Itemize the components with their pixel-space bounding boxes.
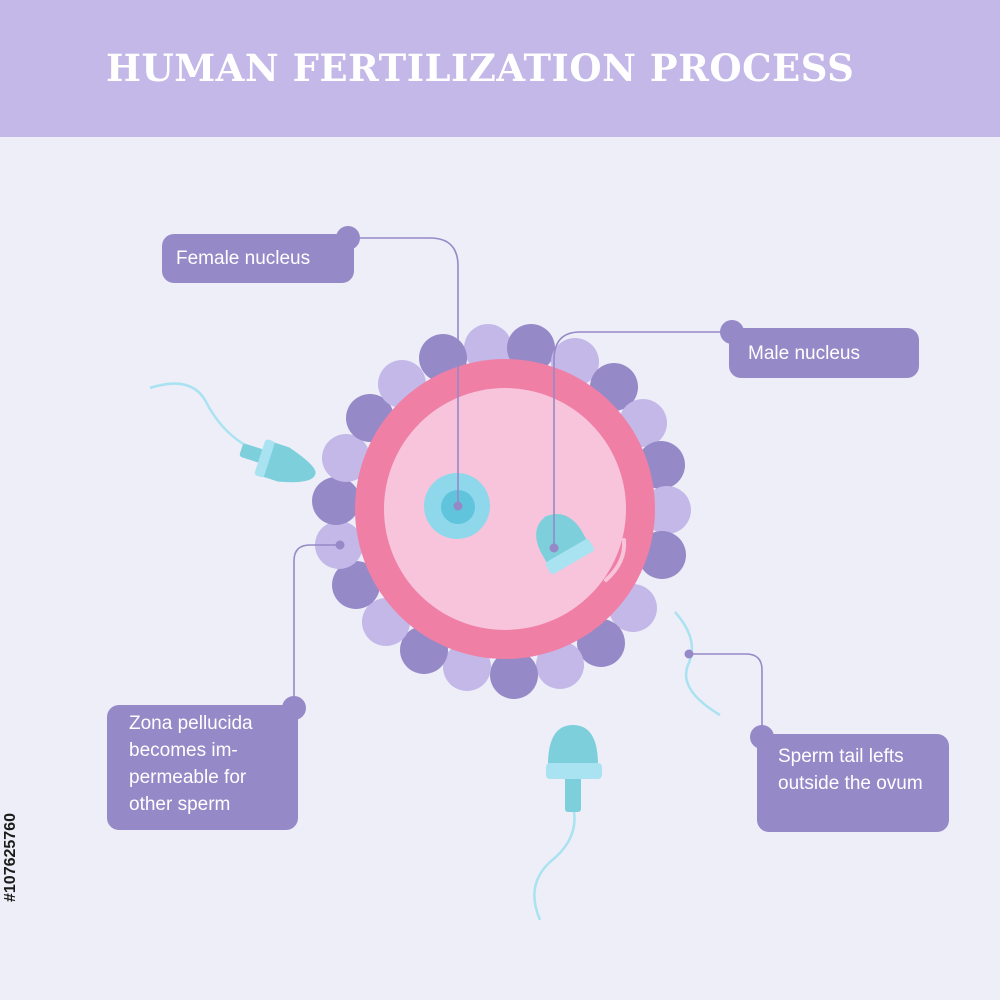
male-nucleus-label: Male nucleus bbox=[729, 328, 919, 378]
page-title: HUMAN FERTILIZATION PROCESS bbox=[106, 46, 855, 90]
ovum-cytoplasm bbox=[384, 388, 626, 630]
male-nucleus bbox=[536, 514, 594, 575]
zona-pellucida-label: Zona pellucida becomes im-permeable for … bbox=[107, 705, 298, 830]
sperm-entry-point bbox=[604, 538, 627, 582]
stock-id: #107625760 bbox=[2, 813, 19, 902]
sperm-bottom bbox=[533, 725, 602, 921]
sperm-tail-label: Sperm tail lefts outside the ovum bbox=[757, 734, 949, 832]
sperm-tail-outside bbox=[674, 611, 721, 717]
sperm-top-left bbox=[149, 382, 316, 483]
leader-lines bbox=[293, 237, 763, 737]
title-banner bbox=[0, 0, 1000, 137]
female-nucleus-label: Female nucleus bbox=[162, 234, 354, 283]
